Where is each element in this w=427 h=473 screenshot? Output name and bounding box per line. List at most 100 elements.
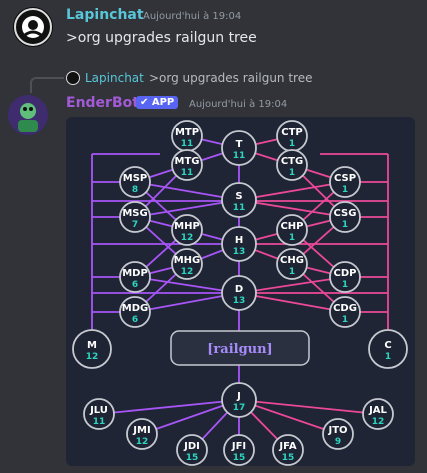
node-value: 15 xyxy=(282,453,295,463)
reply-text[interactable]: >org upgrades railgun tree xyxy=(149,71,313,85)
node-label: JFI xyxy=(231,441,246,452)
avatar-enderbot[interactable] xyxy=(8,95,48,135)
node-label: CSP xyxy=(334,173,356,184)
node-label: JTO xyxy=(327,425,347,436)
node-value: 12 xyxy=(372,417,385,427)
node-value: 1 xyxy=(289,233,295,243)
node-label: MDP xyxy=(122,268,148,279)
node-value: 15 xyxy=(233,453,246,463)
node-label: M xyxy=(87,340,97,351)
node-value: 6 xyxy=(132,315,138,325)
node-value: 15 xyxy=(186,453,199,463)
node-label: MSP xyxy=(123,173,147,184)
message-author[interactable]: Lapinchat xyxy=(66,7,144,23)
node-c: C1 xyxy=(368,329,408,369)
reply-author[interactable]: Lapinchat xyxy=(85,71,144,85)
node-value: 1 xyxy=(342,315,348,325)
node-value: 11 xyxy=(233,151,246,161)
node-label: JDI xyxy=(183,441,200,452)
railgun-title: [railgun] xyxy=(207,342,272,357)
node-value: 1 xyxy=(342,220,348,230)
node-label: MSG xyxy=(122,208,147,219)
node-t: T11 xyxy=(221,130,257,166)
node-value: 11 xyxy=(181,139,194,149)
node-value: 11 xyxy=(93,417,106,427)
reply-connector xyxy=(30,77,64,93)
j-branch-edge xyxy=(238,399,379,415)
node-label: JLU xyxy=(89,405,108,416)
message-timestamp: Aujourd'hui à 19:04 xyxy=(143,11,242,22)
node-h: H13 xyxy=(221,226,257,262)
node-value: 1 xyxy=(289,139,295,149)
node-value: 13 xyxy=(233,296,246,306)
node-label: T xyxy=(236,139,243,150)
node-label: H xyxy=(235,235,243,246)
node-label: C xyxy=(384,340,391,351)
node-value: 17 xyxy=(233,403,246,413)
tier-edge-right xyxy=(238,181,346,201)
node-label: CTG xyxy=(281,156,303,167)
bot-timestamp: Aujourd'hui à 19:04 xyxy=(189,99,288,110)
node-label: CSG xyxy=(334,208,357,219)
node-label: MDG xyxy=(122,303,148,314)
node-value: 12 xyxy=(136,437,149,447)
message-text: >org upgrades railgun tree xyxy=(66,30,257,46)
node-label: MTP xyxy=(175,127,199,138)
avatar-lapinchat[interactable] xyxy=(13,7,53,47)
reply-avatar[interactable] xyxy=(66,71,80,85)
j-branch-edge xyxy=(98,399,240,415)
node-label: CTP xyxy=(281,127,303,138)
node-value: 1 xyxy=(289,168,295,178)
node-value: 12 xyxy=(181,267,194,277)
node-label: J xyxy=(236,391,241,402)
node-d: D13 xyxy=(221,275,257,311)
bot-avatar-icon xyxy=(8,95,48,135)
node-label: MTG xyxy=(175,156,200,167)
node-label: CDP xyxy=(334,268,357,279)
starbucks-style-logo-icon xyxy=(14,8,52,46)
node-value: 6 xyxy=(132,280,138,290)
node-j: J17 xyxy=(221,382,257,418)
node-value: 1 xyxy=(289,267,295,277)
node-label: CDG xyxy=(333,303,357,314)
node-value: 12 xyxy=(181,233,194,243)
railgun-title-box xyxy=(170,330,310,366)
node-label: CHP xyxy=(280,221,303,232)
node-value: 9 xyxy=(335,437,341,447)
node-label: MHG xyxy=(174,255,201,266)
node-label: S xyxy=(235,191,242,202)
node-value: 11 xyxy=(233,203,246,213)
node-value: 8 xyxy=(132,185,138,195)
bot-author[interactable]: EnderBot xyxy=(66,95,139,111)
node-s: S11 xyxy=(221,182,257,218)
node-value: 12 xyxy=(86,352,99,362)
tier-edge-right xyxy=(238,292,346,313)
node-value: 1 xyxy=(342,185,348,195)
app-badge: ✔ APP xyxy=(136,96,179,109)
node-value: 1 xyxy=(385,352,391,362)
node-value: 1 xyxy=(342,280,348,290)
node-label: JAL xyxy=(368,405,387,416)
